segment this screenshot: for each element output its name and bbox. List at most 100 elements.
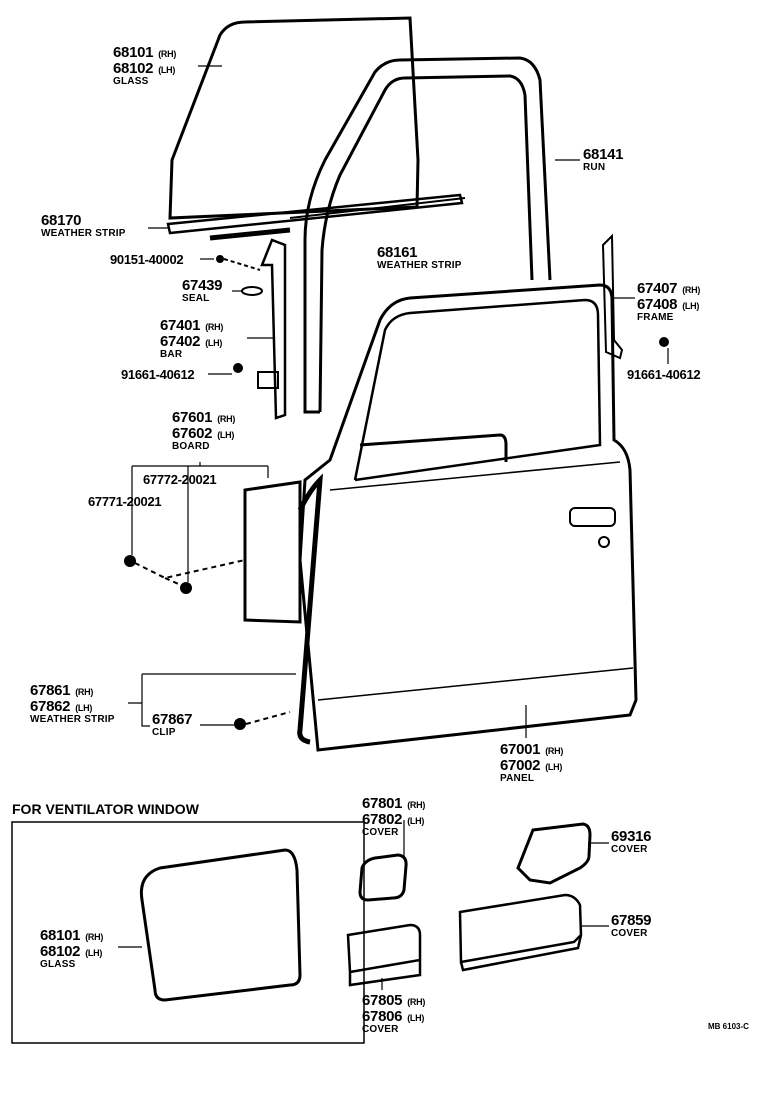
part-number: 69316 [611, 828, 652, 845]
side: (LH) [158, 65, 176, 75]
callout-bolt-left: 91661-40612 [121, 367, 195, 382]
part-name: SEAL [182, 293, 210, 304]
part-name: RUN [583, 162, 606, 173]
cover-67801 [358, 853, 408, 902]
part-name: WEATHER STRIP [377, 260, 462, 271]
part-name: GLASS [113, 76, 149, 87]
callout-cover-67805: 67805 (RH) 67806 (LH) COVER [362, 993, 425, 1035]
part-number: 68141 [583, 146, 624, 163]
weather-strip-68161 [289, 197, 466, 219]
callout-cover-69316: 69316 COVER [611, 828, 652, 855]
part-name: WEATHER STRIP [41, 228, 126, 239]
part-number: 68170 [41, 212, 82, 229]
side: (RH) [545, 746, 564, 756]
part-number: 67001 [500, 741, 541, 758]
part-number: 67805 [362, 992, 403, 1009]
side: (LH) [205, 338, 223, 348]
weather-strip-68170 [166, 193, 464, 235]
callout-vent-glass: 68101(RH) 68102(LH) GLASS [40, 928, 103, 970]
part-number: 68102 [40, 943, 81, 960]
side: (LH) [217, 430, 235, 440]
seal-icon [241, 286, 263, 296]
callout-weather-strip-67861: 67861(RH) 67862(LH) WEATHER STRIP [30, 683, 115, 725]
part-number: 68101 [40, 927, 81, 944]
part-number: 67771-20021 [88, 494, 162, 509]
callout-weather-strip-68161: 68161 WEATHER STRIP [377, 245, 462, 271]
part-name: WEATHER STRIP [30, 714, 115, 725]
part-number: 67601 [172, 409, 213, 426]
callout-bar: 67401(RH) 67402(LH) BAR [160, 318, 223, 360]
part-number: 67002 [500, 757, 541, 774]
part-number: 67439 [182, 277, 223, 294]
part-name: COVER [362, 1024, 399, 1035]
part-number: 67402 [160, 333, 201, 350]
side: (LH) [545, 762, 563, 772]
part-number: 67401 [160, 317, 201, 334]
part-number: 67772-20021 [143, 472, 217, 487]
part-number: 91661-40612 [627, 367, 701, 382]
bolt-icon [659, 337, 669, 347]
part-number: 68102 [113, 60, 154, 77]
cover-69316 [516, 822, 592, 885]
callout-cover-67859: 67859 COVER [611, 912, 652, 939]
part-number: 67867 [152, 711, 193, 728]
vent-glass [139, 848, 302, 1002]
part-number: 67407 [637, 280, 678, 297]
part-name: CLIP [152, 727, 176, 738]
division-bar [260, 238, 287, 420]
door-weather-strip [297, 473, 324, 745]
part-name: PANEL [500, 773, 535, 784]
clip-icon [180, 582, 192, 594]
side: (RH) [205, 322, 224, 332]
callout-clip-67867: 67867 CLIP [152, 711, 193, 738]
side: (LH) [407, 1013, 425, 1023]
part-number: 91661-40612 [121, 367, 195, 382]
side: (LH) [407, 816, 425, 826]
callout-seal: 67439 SEAL [182, 277, 223, 304]
callout-glass: 68101 (RH) 68102 (LH) GLASS [113, 45, 176, 87]
callout-board: 67601(RH) 67602(LH) BOARD [172, 410, 235, 452]
door-panel [298, 283, 638, 752]
callout-panel: 67001 (RH) 67002 (LH) PANEL [500, 742, 563, 784]
part-number: 68161 [377, 244, 418, 261]
part-number: 67801 [362, 795, 403, 812]
part-name: FRAME [637, 312, 674, 323]
callout-screw-90151: 90151-40002 [110, 252, 184, 267]
side: (RH) [217, 414, 236, 424]
part-number: 67859 [611, 912, 652, 929]
callout-run: 68141 RUN [583, 146, 624, 173]
side: (RH) [158, 49, 177, 59]
part-number: 67862 [30, 698, 71, 715]
part-number: 67861 [30, 682, 71, 699]
screw-icon [216, 255, 224, 263]
side: (RH) [407, 800, 426, 810]
part-number: 68101 [113, 44, 154, 61]
callout-clip-67772: 67772-20021 [143, 472, 217, 487]
callout-weather-strip-68170: 68170 WEATHER STRIP [41, 213, 126, 239]
part-name: BOARD [172, 441, 210, 452]
side: (LH) [85, 948, 103, 958]
bolt-icon [233, 363, 243, 373]
callout-cover-67801: 67801(RH) 67802(LH) COVER [362, 796, 425, 838]
side: (RH) [682, 285, 701, 295]
callout-frame: 67407(RH) 67408(LH) FRAME [637, 281, 700, 323]
part-number: 90151-40002 [110, 252, 184, 267]
diagram-code: MB 6103-C [708, 1022, 749, 1031]
ventilator-section-title: FOR VENTILATOR WINDOW [12, 801, 199, 817]
part-number: 67806 [362, 1008, 403, 1025]
callout-bolt-right: 91661-40612 [627, 367, 701, 382]
side: (LH) [682, 301, 700, 311]
window-frame [601, 233, 624, 360]
cover-67805 [346, 923, 422, 987]
side: (RH) [407, 997, 426, 1007]
cover-67859 [458, 893, 583, 972]
door-board [243, 480, 302, 624]
run-channel [303, 56, 552, 413]
side: (RH) [75, 687, 94, 697]
part-name: COVER [611, 928, 648, 939]
side: (RH) [85, 932, 104, 942]
part-name: COVER [611, 844, 648, 855]
door-glass [168, 16, 420, 220]
